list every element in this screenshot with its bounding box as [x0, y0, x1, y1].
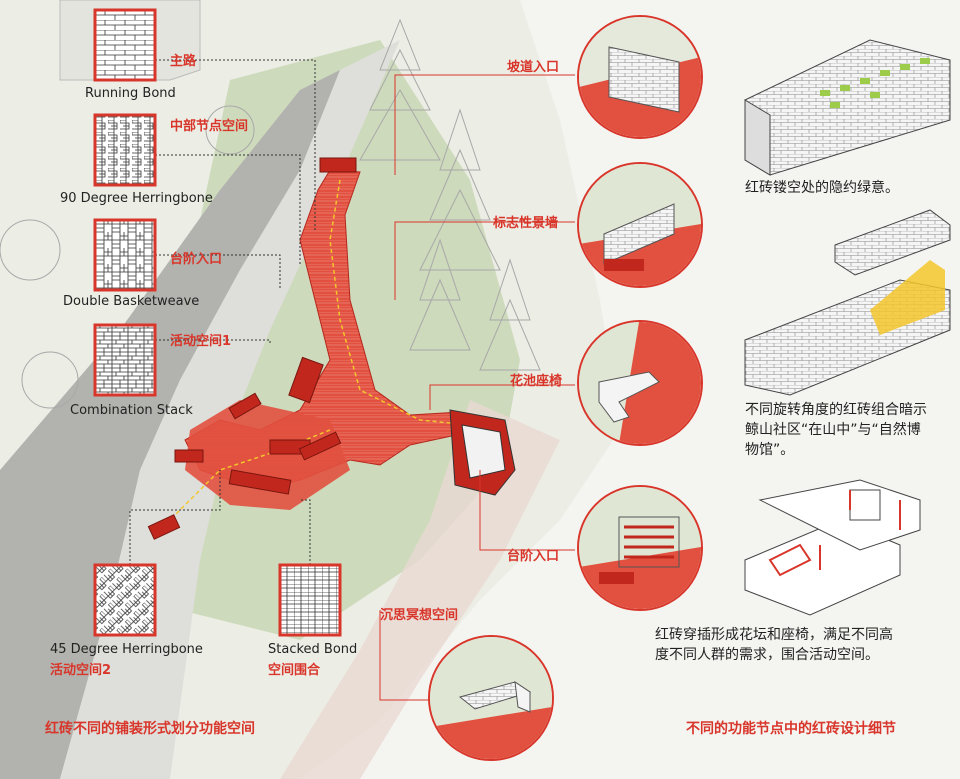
rotated-brick-diagram [744, 209, 951, 396]
node-lines [379, 74, 575, 701]
pattern-function-3: 台阶入口 [170, 252, 223, 267]
stair-entrance-detail-icon [579, 487, 701, 609]
footer-left-caption: 红砖不同的铺装形式划分功能空间 [45, 721, 255, 737]
perforated-wall-diagram [744, 39, 951, 176]
brick-wall-detail-icon [579, 17, 701, 137]
pattern-name-6: Stacked Bond [268, 642, 358, 657]
pattern-function-5: 活动空间2 [50, 663, 112, 678]
stair-entrance-structure [449, 409, 516, 496]
activity-plaza [185, 400, 350, 510]
note-rotated-bricks: 不同旋转角度的红砖组合暗示 鲸山社区“在山中”与“自然博 物馆”。 [745, 402, 927, 458]
pattern-function-2: 中部节点空间 [170, 119, 249, 134]
planter-bench-diagram [744, 479, 921, 616]
pattern-name-3: Double Basketweave [63, 294, 200, 309]
node-label-planter-bench: 花池座椅 [510, 374, 563, 389]
herringbone-90-swatch [93, 113, 157, 187]
pattern-function-6: 空间围合 [268, 663, 321, 678]
meditation-space-detail-icon [430, 637, 552, 759]
combination-stack-swatch [93, 323, 157, 397]
node-label-stair-entrance: 台阶入口 [507, 549, 560, 564]
road-band [0, 70, 360, 779]
pattern-name-4: Combination Stack [70, 403, 193, 418]
planter-bench-detail-icon [579, 322, 701, 444]
tree-cluster [0, 18, 541, 409]
running-bond-swatch [93, 8, 157, 82]
pattern-function-1: 主路 [170, 54, 197, 69]
footer-right-caption: 不同的功能节点中的红砖设计细节 [686, 721, 896, 737]
note-perforated-green: 红砖镂空处的隐约绿意。 [745, 180, 899, 196]
note-planter-bench: 红砖穿插形成花坛和座椅，满足不同高 度不同人群的需求，围合活动空间。 [655, 627, 893, 663]
pattern-swatches [93, 8, 342, 637]
stair-entrance-circle [577, 485, 703, 611]
pink-slope [280, 400, 560, 779]
ramp-entrance-circle [577, 15, 703, 139]
pattern-name-2: 90 Degree Herringbone [60, 191, 213, 206]
brick-planters [147, 157, 357, 540]
pattern-function-4: 活动空间1 [170, 334, 232, 349]
basketweave-swatch [93, 218, 157, 292]
node-label-meditation-space: 沉思冥想空间 [380, 608, 459, 623]
meditation-space-circle [428, 635, 554, 761]
pattern-name-5: 45 Degree Herringbone [50, 642, 203, 657]
planter-bench-circle [577, 320, 703, 446]
pattern-name-1: Running Bond [85, 86, 176, 101]
node-label-landmark-wall: 标志性景墙 [493, 216, 559, 231]
node-label-ramp-entrance: 坡道入口 [507, 60, 560, 75]
landmark-wall-circle [577, 162, 703, 288]
landmark-wall-detail-icon [579, 164, 701, 286]
leader-lines [129, 59, 316, 565]
herringbone-45-swatch [93, 563, 157, 637]
stacked-bond-swatch [278, 563, 342, 637]
